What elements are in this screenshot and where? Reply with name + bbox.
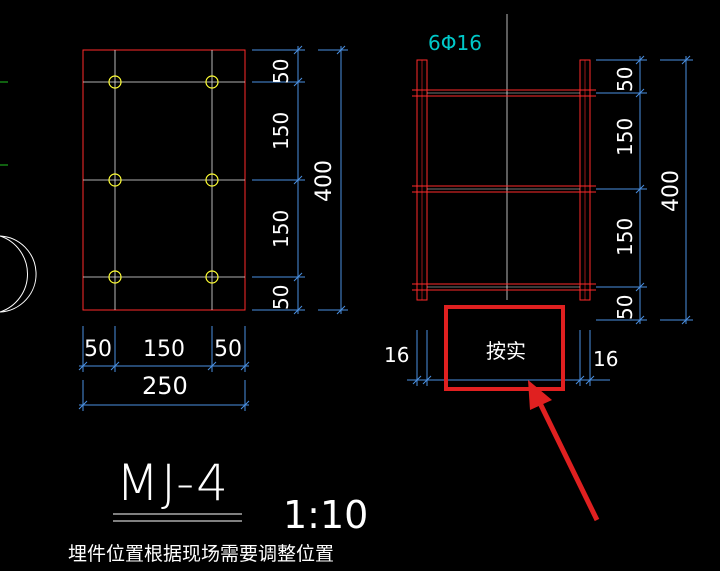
right-horizontal-dims xyxy=(407,330,610,386)
left-dim-h-4: 50 xyxy=(269,285,293,310)
left-plate-view xyxy=(82,49,246,311)
left-dim-w-2: 150 xyxy=(143,337,185,362)
arrow-head-icon xyxy=(528,380,552,410)
rebar-label: 6Φ16 xyxy=(428,31,482,55)
left-dim-texts: 50 150 150 50 400 50 150 50 250 xyxy=(84,59,337,400)
drawing-note: 埋件位置根据现场需要调整位置 xyxy=(68,543,334,565)
right-dim-h-3: 150 xyxy=(613,218,637,256)
right-offset-right: 16 xyxy=(593,347,618,371)
right-dim-h-4: 50 xyxy=(613,295,637,320)
left-dim-total-width: 250 xyxy=(142,372,188,400)
rebar-rows xyxy=(412,89,596,291)
left-dim-h-1: 50 xyxy=(269,59,293,84)
left-dim-w-3: 50 xyxy=(214,337,242,362)
drawing-name: MJ-4 xyxy=(116,454,230,512)
right-vertical-dims xyxy=(596,55,693,325)
right-dim-h-1: 50 xyxy=(613,67,637,92)
left-dim-h-3: 150 xyxy=(269,210,293,248)
right-dim-h-2: 150 xyxy=(613,118,637,156)
left-horizontal-dims xyxy=(78,326,250,411)
drawing-scale: 1:10 xyxy=(283,493,368,537)
highlight-arrow xyxy=(534,395,600,522)
left-dim-w-1: 50 xyxy=(84,337,112,362)
title-block: MJ-4 1:10 埋件位置根据现场需要调整位置 xyxy=(68,454,368,565)
right-offset-left: 16 xyxy=(384,343,409,367)
right-section-view: 6Φ16 xyxy=(412,14,596,301)
left-dim-total-height: 400 xyxy=(312,160,337,202)
right-dim-texts: 50 150 150 50 400 xyxy=(613,67,684,320)
center-note: 按实 xyxy=(486,339,526,363)
left-dim-h-2: 150 xyxy=(269,112,293,150)
left-vertical-dims xyxy=(252,45,348,315)
anchor-bars xyxy=(108,75,219,284)
left-edge-fragments xyxy=(0,81,37,313)
right-dim-total-height: 400 xyxy=(659,170,684,212)
highlight-box xyxy=(444,305,565,391)
